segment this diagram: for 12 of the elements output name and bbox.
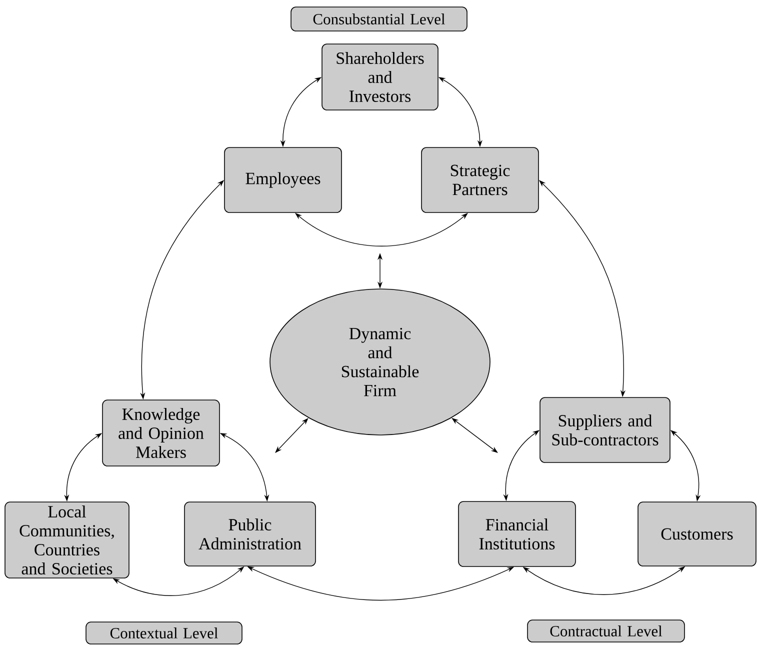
stakeholder-box: Employees <box>224 147 342 213</box>
stakeholder-box: Local Communities, Countries and Societies <box>4 502 130 578</box>
stakeholder-box: Financial Institutions <box>458 501 576 567</box>
stakeholder-box: Suppliers and Sub-contractors <box>540 397 670 463</box>
level-label: Contextual Level <box>86 622 242 644</box>
level-label: Contractual Level <box>527 620 685 642</box>
stakeholder-box: Shareholders and Investors <box>322 44 438 110</box>
level-label: Consubstantial Level <box>290 6 468 32</box>
stakeholder-box: Customers <box>638 502 756 566</box>
stakeholder-box: Strategic Partners <box>421 147 539 213</box>
stakeholder-box: Public Administration <box>184 502 316 566</box>
stakeholder-box: Knowledge and Opinion Makers <box>102 400 220 466</box>
